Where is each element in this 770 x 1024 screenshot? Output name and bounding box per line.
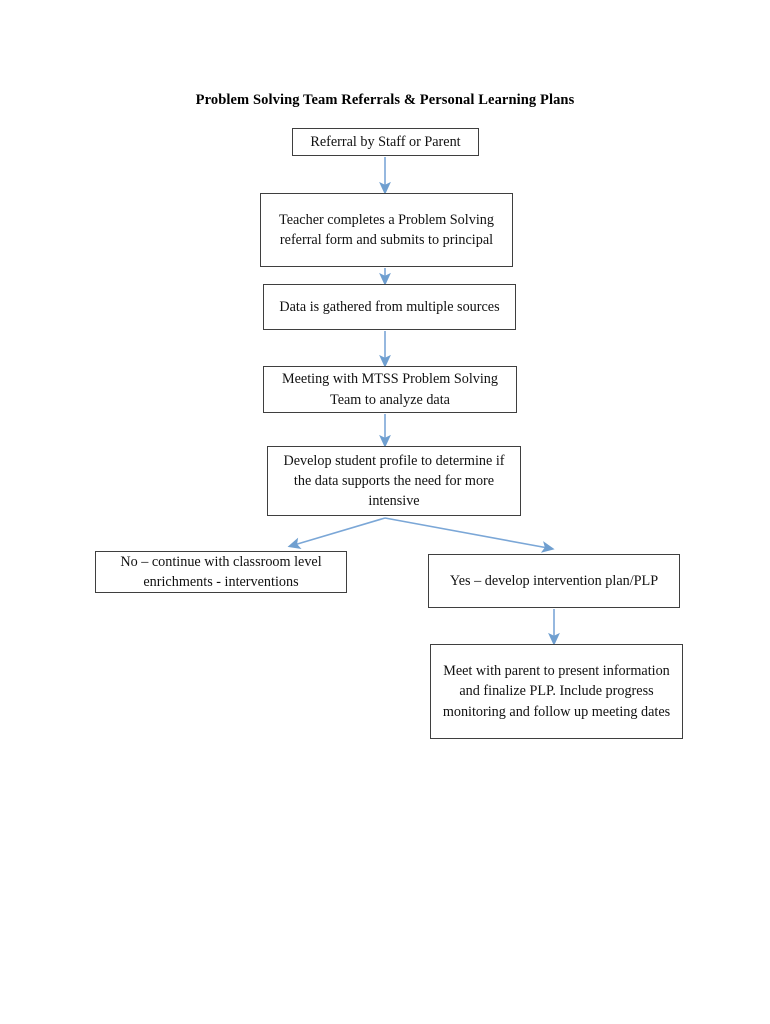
node-referral-label: Referral by Staff or Parent	[310, 133, 461, 150]
page-title: Problem Solving Team Referrals & Persona…	[195, 92, 575, 108]
node-parent-meeting-label: Meet with parent to present information …	[442, 663, 671, 720]
connector-profile-to-no	[287, 517, 386, 549]
node-referral: Referral by Staff or Parent	[292, 128, 479, 156]
node-no-branch: No – continue with classroom level enric…	[95, 551, 347, 593]
node-teacher-form-label: Teacher completes a Problem Solving refe…	[279, 211, 494, 248]
node-student-profile-label: Develop student profile to determine if …	[283, 452, 505, 510]
node-yes-branch: Yes – develop intervention plan/PLP	[428, 554, 680, 608]
node-no-branch-label: No – continue with classroom level enric…	[120, 553, 322, 590]
node-data-gathered: Data is gathered from multiple sources	[263, 284, 516, 330]
node-student-profile: Develop student profile to determine if …	[267, 446, 521, 516]
connector-profile-to-yes	[384, 517, 555, 553]
node-mtss-meeting: Meeting with MTSS Problem Solving Team t…	[263, 366, 517, 413]
node-teacher-form: Teacher completes a Problem Solving refe…	[260, 193, 513, 267]
node-parent-meeting: Meet with parent to present information …	[430, 644, 683, 739]
node-yes-branch-label: Yes – develop intervention plan/PLP	[449, 572, 659, 589]
node-data-gathered-label: Data is gathered from multiple sources	[279, 298, 500, 315]
node-mtss-meeting-label: Meeting with MTSS Problem Solving Team t…	[282, 371, 498, 408]
